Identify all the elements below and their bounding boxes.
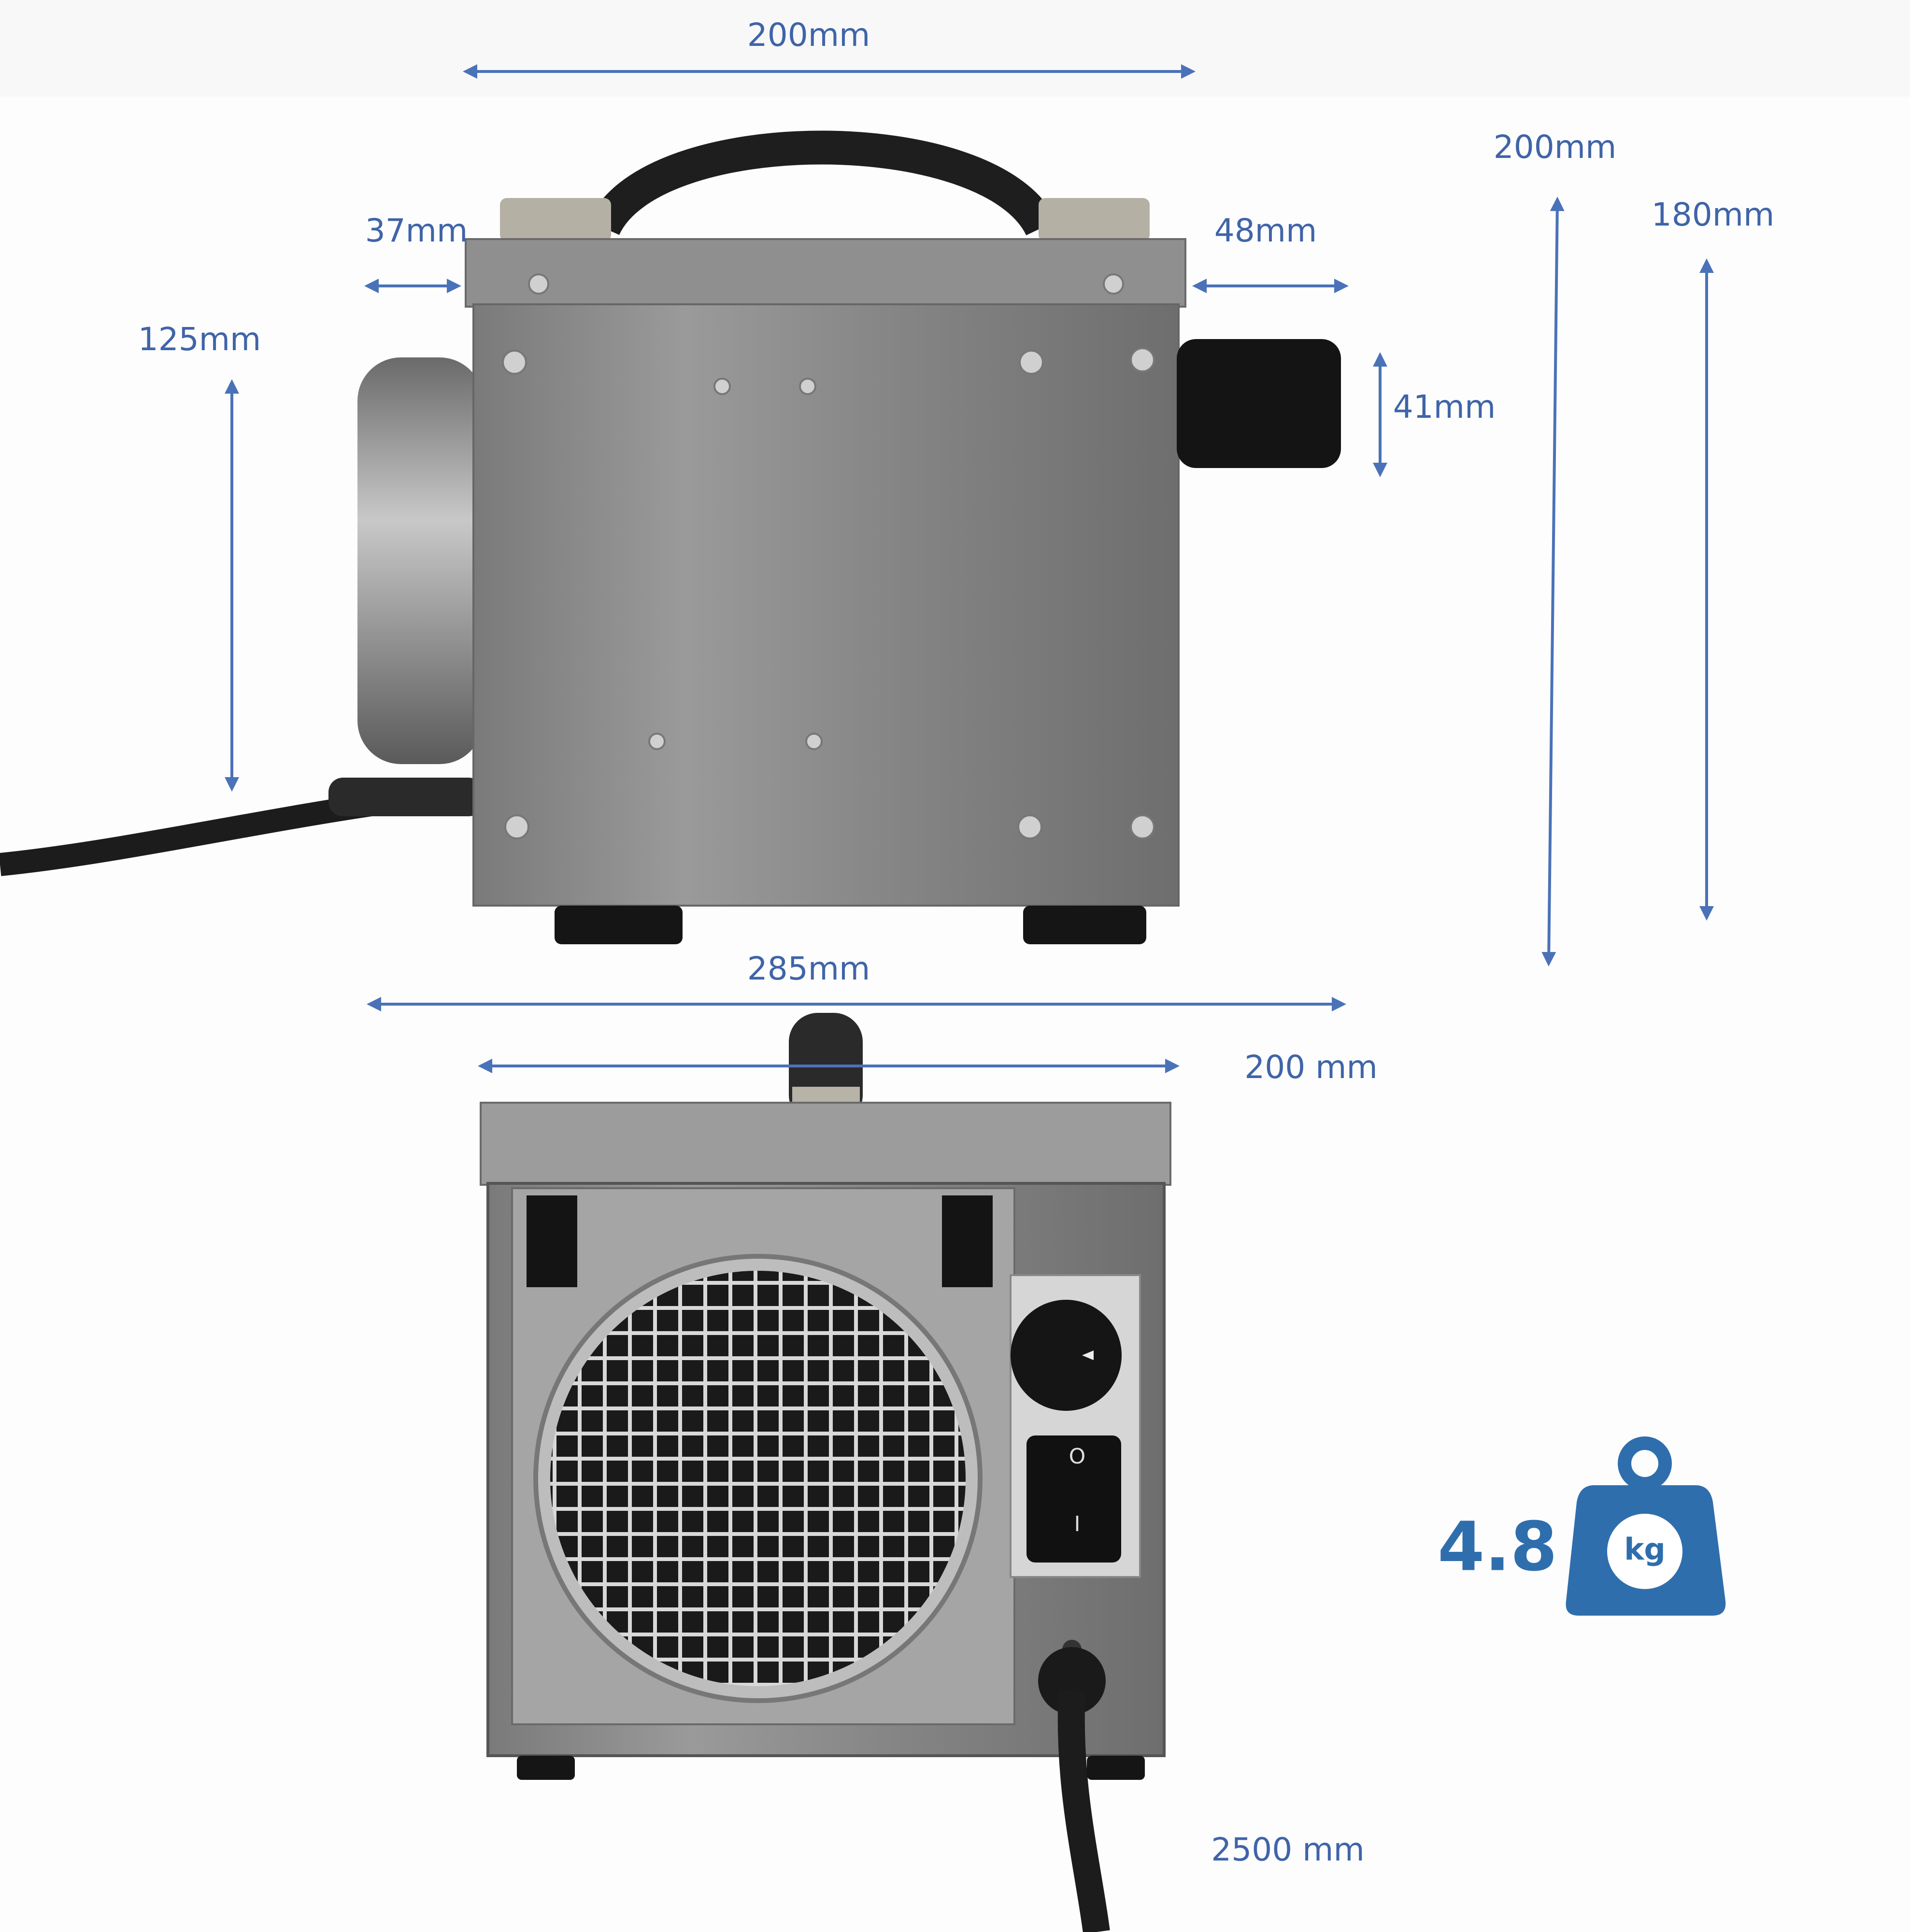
top-rim bbox=[465, 238, 1186, 308]
label-left-protrusion: 37mm bbox=[365, 212, 468, 249]
dimension-arrows bbox=[225, 64, 1714, 1073]
switch-off-symbol: O bbox=[1069, 1444, 1086, 1469]
weight-icon: kg bbox=[1566, 1436, 1726, 1616]
dimension-labels: 200mm 37mm 48mm 125mm 41mm 200mm 180mm 2… bbox=[138, 16, 1775, 1868]
foot-right bbox=[1023, 906, 1146, 944]
front-top-rim bbox=[480, 1102, 1171, 1186]
label-width-top: 200mm bbox=[747, 16, 870, 54]
handle-mount-left bbox=[500, 198, 611, 242]
side-panel bbox=[472, 303, 1180, 907]
foot-left bbox=[555, 906, 683, 944]
label-body-height: 180mm bbox=[1652, 196, 1775, 233]
front-view: O I bbox=[480, 1013, 1171, 1932]
label-cord-length: 2500 mm bbox=[1211, 1831, 1365, 1868]
fan-cylinder bbox=[357, 357, 483, 764]
weight-badge: 4.8 kg bbox=[1438, 1436, 1726, 1616]
label-front-width: 200 mm bbox=[1244, 1049, 1378, 1086]
foot-front-left bbox=[517, 1756, 575, 1780]
cord-strain-relief bbox=[328, 778, 483, 816]
screws bbox=[502, 273, 1155, 839]
label-cylinder-height: 125mm bbox=[138, 321, 261, 358]
carry-handle bbox=[588, 130, 1057, 236]
knob-indicator-icon bbox=[1082, 1350, 1094, 1360]
handle-mount-right bbox=[1039, 198, 1150, 242]
filter-clip-left bbox=[527, 1195, 577, 1287]
exhaust-tube bbox=[1177, 339, 1341, 468]
power-inlet bbox=[1038, 1647, 1106, 1715]
power-cord-front bbox=[1057, 1690, 1110, 1932]
foot-front-right bbox=[1087, 1756, 1145, 1780]
arrow-total-height bbox=[1541, 197, 1565, 966]
label-total-length: 285mm bbox=[747, 950, 870, 987]
label-right-protrusion: 48mm bbox=[1214, 212, 1317, 249]
intake-grill bbox=[550, 1271, 966, 1686]
switch-on-symbol: I bbox=[1074, 1512, 1081, 1536]
label-total-height: 200mm bbox=[1494, 128, 1617, 166]
filter-clip-right bbox=[942, 1195, 993, 1287]
side-view bbox=[0, 130, 1341, 944]
humidity-knob[interactable] bbox=[1011, 1300, 1122, 1411]
top-band bbox=[0, 0, 1910, 97]
weight-value: 4.8 bbox=[1438, 1508, 1557, 1587]
power-switch[interactable] bbox=[1026, 1435, 1121, 1563]
label-tube-diameter: 41mm bbox=[1393, 388, 1496, 426]
weight-unit: kg bbox=[1624, 1532, 1666, 1567]
